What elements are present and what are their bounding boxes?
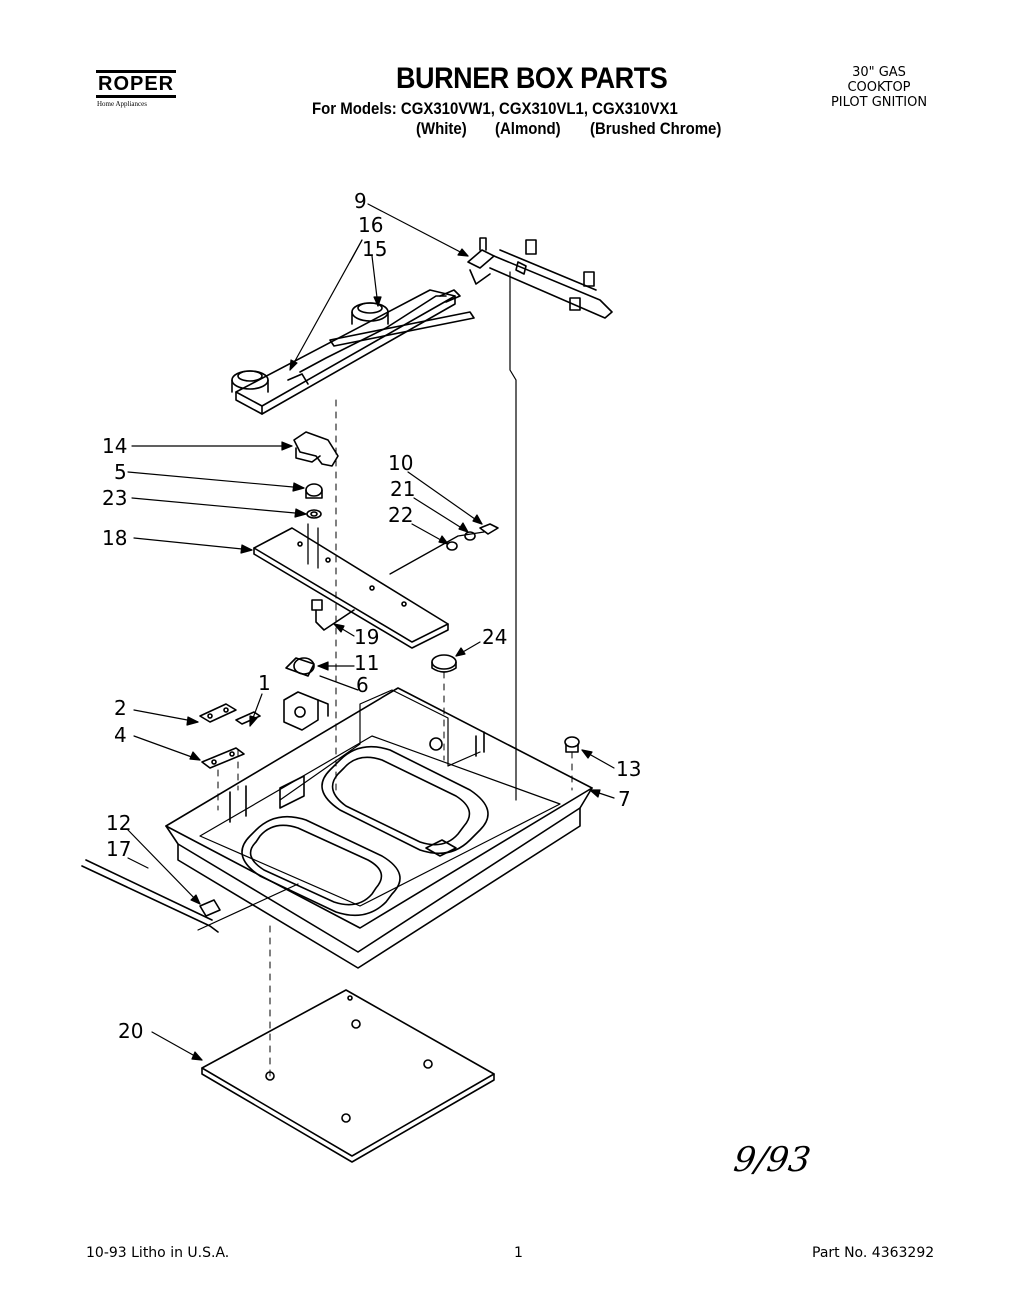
burner-box [165,687,593,969]
variant-brushed-chrome: (Brushed Chrome) [590,119,722,138]
callout-12: 12 [106,811,131,835]
bottom-plate [201,925,495,1163]
models-line: For Models: CGX310VW1, CGX310VL1, CGX310… [312,99,678,118]
roper-logo: ROPER Home Appliances [88,66,190,114]
callout-24: 24 [482,625,507,649]
manifold-assembly [467,237,613,801]
callout-21: 21 [390,477,415,501]
logo-wordmark: ROPER [96,70,177,98]
burner-bracket [253,523,485,649]
rod-assembly [81,859,299,933]
hinge-brackets [199,703,261,811]
callout-13: 13 [616,757,641,781]
callout-19: 19 [354,625,379,649]
orifice-hood-parts [293,431,339,519]
callout-14: 14 [102,434,127,458]
handwritten-date: 9/93 [731,1140,814,1180]
callout-numbers: 9 16 15 14 5 23 18 10 21 22 19 24 11 6 1… [102,189,641,1043]
page-title: BURNER BOX PARTS [396,62,668,95]
variant-white: (White) [416,119,467,138]
callout-22: 22 [388,503,413,527]
footer-litho: 10-93 Litho in U.S.A. [86,1245,230,1261]
variant-almond: (Almond) [495,119,561,138]
callout-9: 9 [354,189,367,213]
grommet [564,736,580,791]
product-line-2: COOKTOP [847,80,911,95]
callout-leaders [127,203,615,1061]
callout-11: 11 [354,651,379,675]
callout-6: 6 [356,673,369,697]
callout-16: 16 [358,213,383,237]
callout-18: 18 [102,526,127,550]
product-line-1: 30" GAS [852,65,906,80]
callout-7: 7 [618,787,631,811]
part-number: Part No. 4363292 [812,1245,935,1261]
callout-17: 17 [106,837,131,861]
knob-cap [431,654,457,761]
pilot-valve [283,657,329,731]
logo-tagline: Home Appliances [97,100,147,108]
pilot-fittings [446,523,499,551]
thermocouple [311,599,355,631]
callout-1: 1 [258,671,271,695]
callout-15: 15 [362,237,387,261]
page-number: 1 [514,1245,523,1261]
callout-2: 2 [114,696,127,720]
callout-5: 5 [114,460,127,484]
callout-23: 23 [102,486,127,510]
callout-20: 20 [118,1019,143,1043]
product-line-3: PILOT GNITION [830,95,928,110]
callout-10: 10 [388,451,413,475]
burner-assembly [231,289,475,791]
callout-4: 4 [114,723,127,747]
